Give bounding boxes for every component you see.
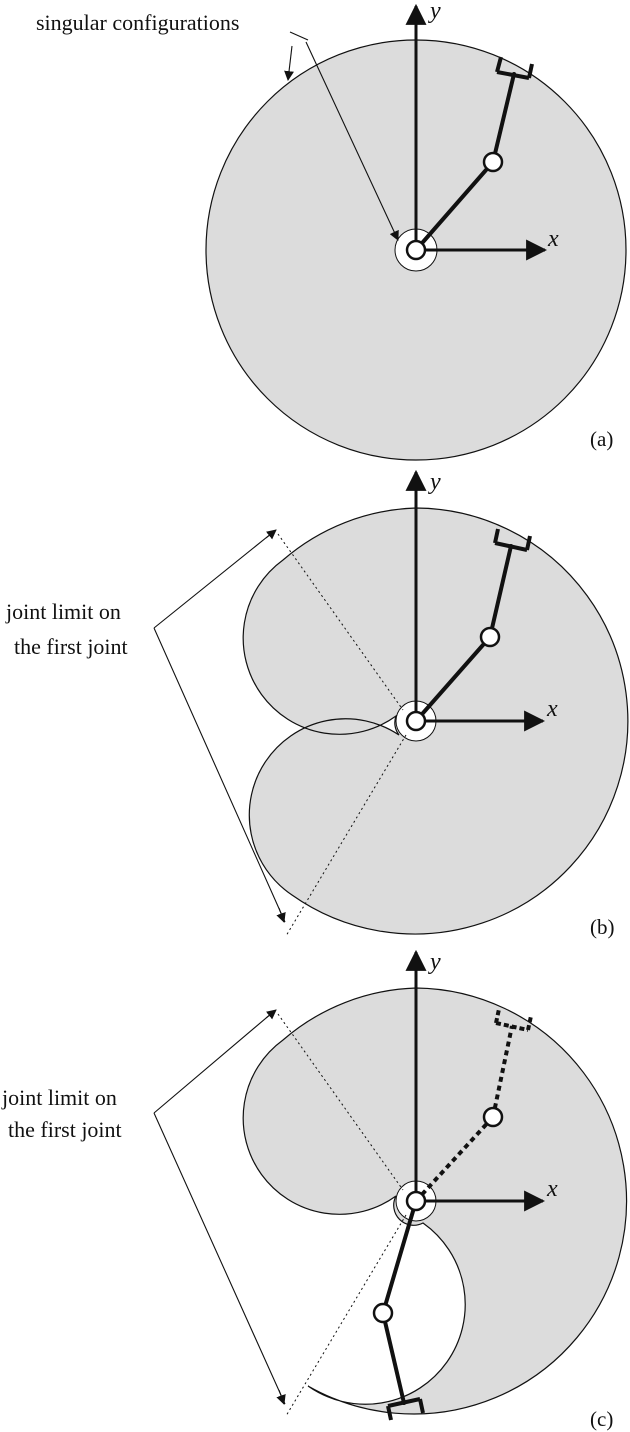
y-axis-label: y <box>428 0 441 24</box>
joint-limit-arrow-lower <box>276 1389 286 1405</box>
link-1 <box>414 635 492 723</box>
joint-limit-arrow-lower <box>276 907 286 923</box>
y-axis-label: y <box>428 949 441 975</box>
panel-c-label: (c) <box>590 1407 613 1431</box>
gripper <box>493 528 532 552</box>
singular-arrow-outer <box>284 45 294 81</box>
joint-limit-line-upper <box>277 1013 404 1191</box>
link-1 <box>414 160 495 252</box>
singular-configurations-label: singular configurations <box>36 10 239 35</box>
base-joint <box>405 1190 427 1212</box>
joint-limit-line-lower <box>285 734 407 937</box>
gripper <box>386 1397 425 1421</box>
singular-arrow-inner <box>305 41 399 241</box>
joint-limit-bracket <box>153 1012 286 1405</box>
base-joint <box>405 239 427 261</box>
y-axis-label: y <box>428 469 441 495</box>
elbow-joint <box>482 151 504 173</box>
joint-limit-label-line1: joint limit on <box>1 1085 117 1110</box>
joint-limit-arrow-upper <box>265 529 277 540</box>
joint-limit-label-line2: the first joint <box>14 634 128 659</box>
elbow-joint <box>479 626 501 648</box>
dashed-link-2 <box>491 1025 514 1118</box>
x-axis-label: x <box>546 1176 558 1202</box>
link-2 <box>488 544 513 639</box>
joint-limit-label-line2: the first joint <box>8 1117 122 1142</box>
x-axis-label: x <box>547 226 559 252</box>
joint-limit-label-line1: joint limit on <box>5 599 121 624</box>
joint-limit-bracket <box>153 532 286 923</box>
x-axis-label: x <box>546 696 558 722</box>
singular-bracket <box>289 31 309 41</box>
base-joint <box>405 710 427 732</box>
panel-b-label: (b) <box>590 915 615 939</box>
panel-a: y x singular configurations (a) <box>36 0 627 461</box>
joint-limit-line-lower <box>285 1214 407 1417</box>
dashed-elbow-joint <box>482 1106 504 1128</box>
joint-limit-line-upper <box>277 533 404 711</box>
link-2 <box>381 1311 406 1405</box>
link-2 <box>491 72 516 164</box>
dashed-gripper <box>494 1008 533 1032</box>
panel-a-label: (a) <box>590 427 613 451</box>
panel-b: y x joint limit on the first joint (b) <box>5 469 629 939</box>
gripper <box>495 56 534 80</box>
elbow-joint <box>372 1302 394 1324</box>
panel-c: y x joint limit on the first joint (c) <box>1 949 628 1431</box>
link-1 <box>381 1199 418 1315</box>
joint-limit-arrow-upper <box>265 1009 277 1020</box>
dashed-link-1 <box>414 1115 495 1203</box>
